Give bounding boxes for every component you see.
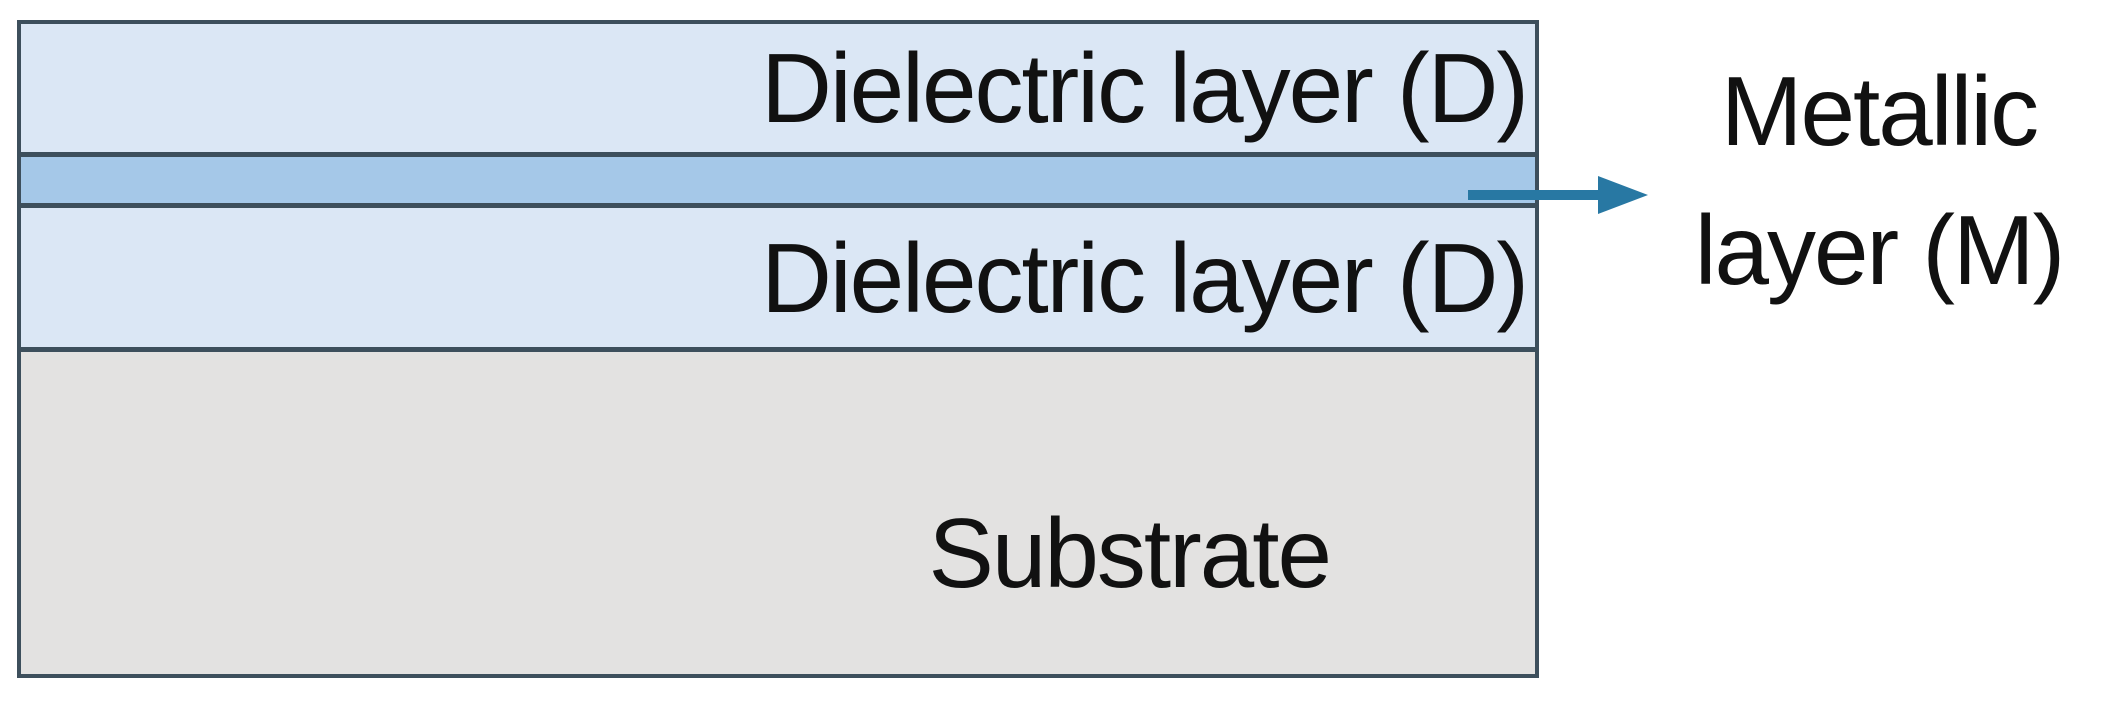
layer-metallic [21,157,1535,203]
substrate-label: Substrate [928,498,1332,608]
right-arrow-icon [1468,176,1648,214]
metallic-layer-label: Metallic layer (M) [1648,42,2110,320]
layer-stack: Dielectric layer (D) Dielectric layer (D… [17,20,1539,678]
layer-dielectric-bottom: Dielectric layer (D) [21,208,1535,347]
dielectric-bottom-label: Dielectric layer (D) [761,222,1529,333]
layer-substrate: Substrate [21,352,1535,674]
metallic-layer-label-line1: Metallic [1720,56,2039,166]
layer-dielectric-top: Dielectric layer (D) [21,24,1535,152]
arrow-head [1598,176,1648,214]
dielectric-top-label: Dielectric layer (D) [761,33,1529,143]
layer-divider [21,203,1535,208]
layer-divider [21,347,1535,352]
metallic-layer-label-line2: layer (M) [1694,195,2066,306]
layer-divider [21,152,1535,157]
